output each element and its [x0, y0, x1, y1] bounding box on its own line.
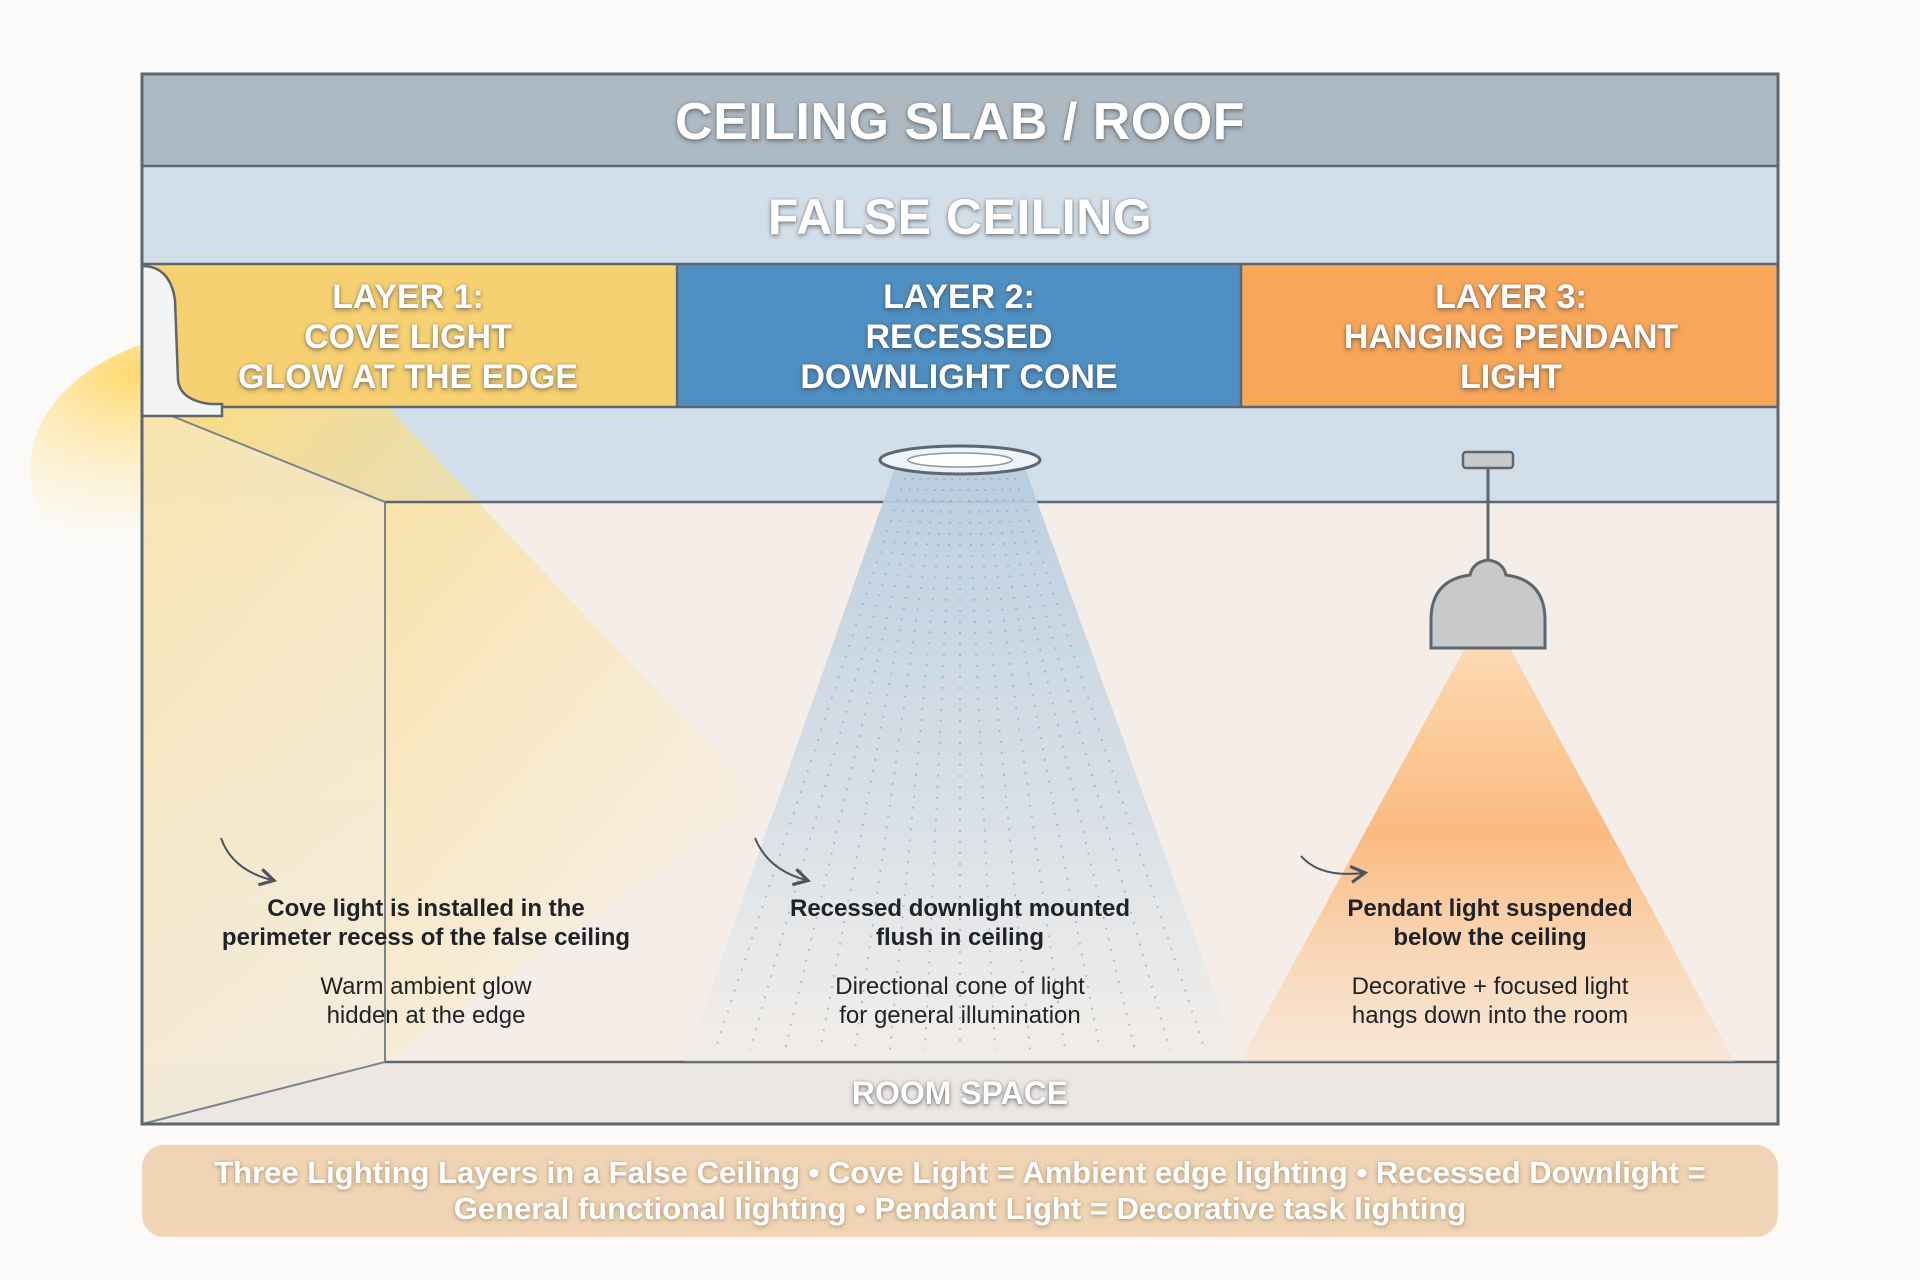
text-line: below the ceiling — [1393, 924, 1587, 951]
cove-description-primary: Cove light is installed in the perimeter… — [196, 894, 656, 952]
summary-text: Three Lighting Layers in a False Ceiling… — [180, 1155, 1740, 1227]
light-ray — [889, 477, 946, 1051]
cove-callout-arrow — [220, 837, 278, 887]
light-ray — [966, 477, 996, 1051]
pendant-description: Pendant light suspended below the ceilin… — [1280, 894, 1700, 1030]
layer-1-title: LAYER 1: COVE LIGHT GLOW AT THE EDGE — [142, 277, 674, 397]
light-ray — [819, 477, 930, 1051]
light-ray — [990, 477, 1101, 1051]
layer-3-title-line: HANGING PENDANT — [1343, 318, 1679, 356]
layer-3-title-line: LAYER 3: — [1435, 278, 1587, 316]
false-ceiling-label: FALSE CEILING — [767, 189, 1153, 245]
room-floor — [142, 1062, 1778, 1124]
light-ray — [749, 477, 914, 1051]
diagram-frame — [140, 72, 1780, 1126]
pendant-description-secondary: Decorative + focused light hangs down in… — [1280, 972, 1700, 1030]
layer-2-title-line: LAYER 2: — [883, 278, 1035, 316]
pendant-description-primary: Pendant light suspended below the ceilin… — [1280, 894, 1700, 952]
text-line: Directional cone of light — [835, 973, 1085, 1000]
summary-line-1: Three Lighting Layers in a False Ceiling… — [214, 1155, 1706, 1190]
layer-1-title-line: COVE LIGHT — [304, 318, 512, 356]
light-ray — [714, 477, 906, 1051]
text-line: Recessed downlight mounted — [789, 895, 1131, 922]
text-line: Cove light is installed in the — [267, 895, 585, 922]
downlight-callout-arrow — [754, 837, 812, 887]
layer-3-title: LAYER 3: HANGING PENDANT LIGHT — [1244, 277, 1778, 397]
pendant-shade — [1429, 558, 1547, 650]
text-line: hidden at the edge — [326, 1002, 526, 1029]
downlight-description: Recessed downlight mounted flush in ceil… — [740, 894, 1180, 1030]
light-ray — [1014, 477, 1206, 1051]
layer-1-title-line: GLOW AT THE EDGE — [238, 358, 578, 396]
text-line: Warm ambient glow — [320, 973, 532, 1000]
summary-banner: Three Lighting Layers in a False Ceiling… — [142, 1145, 1778, 1237]
cove-recess — [140, 264, 224, 418]
pendant-canopy — [1461, 450, 1515, 470]
text-line: Decorative + focused light — [1351, 973, 1629, 1000]
ceiling-slab-label: CEILING SLAB / ROOF — [675, 93, 1245, 151]
text-line: hangs down into the room — [1351, 1002, 1629, 1029]
text-line: Pendant light suspended — [1347, 895, 1633, 922]
cove-description: Cove light is installed in the perimeter… — [196, 894, 656, 1030]
downlight-description-secondary: Directional cone of light for general il… — [740, 972, 1180, 1030]
layer-1-title-line: LAYER 1: — [332, 278, 484, 316]
layer-2-box — [677, 264, 1241, 407]
light-ray — [1006, 477, 1171, 1051]
layer-2-title-line: DOWNLIGHT CONE — [800, 358, 1118, 396]
light-ray — [924, 477, 954, 1051]
downlight-cone — [685, 468, 1240, 1062]
downlight-cone-dots — [714, 477, 1206, 1051]
downlight-description-primary: Recessed downlight mounted flush in ceil… — [740, 894, 1180, 952]
text-line: for general illumination — [839, 1002, 1081, 1029]
pendant-callout-arrow — [1300, 855, 1369, 884]
layer-2-title: LAYER 2: RECESSED DOWNLIGHT CONE — [678, 277, 1240, 397]
ceiling-edge-line — [141, 403, 386, 503]
layer-3-title-line: LIGHT — [1460, 358, 1562, 396]
text-line: flush in ceiling — [875, 924, 1044, 951]
text-line: perimeter recess of the false ceiling — [221, 924, 631, 951]
summary-line-2: General functional lighting • Pendant Li… — [453, 1191, 1467, 1226]
downlight-lens — [907, 452, 1013, 468]
layer-1-box — [142, 264, 675, 407]
light-ray — [974, 477, 1031, 1051]
pendant-cone — [1240, 648, 1735, 1062]
floor-edge-line — [141, 1061, 386, 1125]
ceiling-slab — [142, 74, 1778, 166]
room-space-label: ROOM SPACE — [851, 1075, 1069, 1111]
layer-3-box — [1241, 264, 1778, 407]
side-wall — [142, 404, 385, 1124]
cove-description-secondary: Warm ambient glow hidden at the edge — [196, 972, 656, 1030]
layer-2-title-line: RECESSED — [865, 318, 1053, 356]
